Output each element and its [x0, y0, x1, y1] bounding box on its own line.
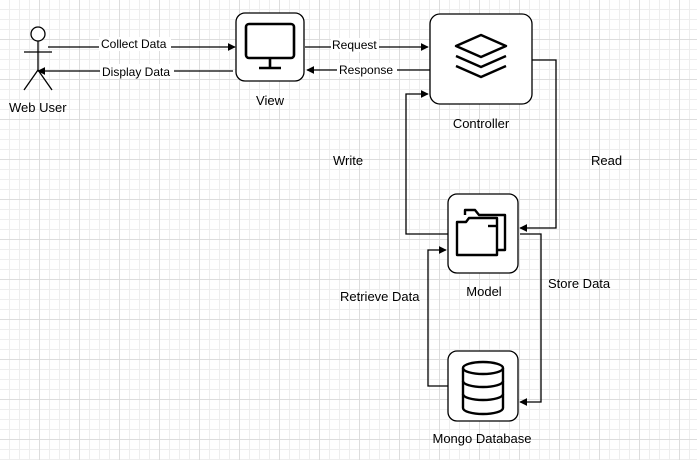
database-icon	[461, 360, 505, 416]
edge-label-store-data: Store Data	[548, 276, 611, 291]
label-bg	[99, 37, 171, 51]
layers-icon	[454, 33, 508, 79]
edge-store-data[interactable]	[519, 233, 542, 406]
web-user-label: Web User	[9, 100, 67, 115]
controller-node[interactable]: Controller	[429, 13, 533, 131]
label-bg	[331, 38, 379, 52]
model-node[interactable]: Model	[447, 193, 519, 299]
stick-figure-icon	[23, 26, 53, 91]
edge-label-request: Request	[332, 38, 377, 52]
web-user-actor[interactable]: Web User	[9, 26, 67, 115]
edge-label-collect-data: Collect Data	[101, 37, 167, 51]
edge-label-write: Write	[333, 153, 363, 168]
view-label: View	[256, 93, 285, 108]
controller-label: Controller	[453, 116, 510, 131]
edge-label-read: Read	[591, 153, 622, 168]
label-bg	[100, 64, 174, 78]
edge-label-response: Response	[339, 63, 393, 77]
monitor-icon	[244, 22, 296, 70]
folder-icon	[455, 208, 507, 257]
model-label: Model	[466, 284, 502, 299]
label-bg	[337, 63, 397, 77]
edge-read[interactable]	[519, 59, 557, 232]
database-node[interactable]: Mongo Database	[432, 350, 532, 446]
edge-retrieve-data[interactable]	[427, 246, 448, 387]
database-label: Mongo Database	[432, 431, 531, 446]
edge-label-display-data: Display Data	[102, 65, 170, 79]
edge-write[interactable]	[405, 90, 448, 235]
edge-label-retrieve-data: Retrieve Data	[340, 289, 420, 304]
view-node[interactable]: View	[235, 12, 305, 108]
